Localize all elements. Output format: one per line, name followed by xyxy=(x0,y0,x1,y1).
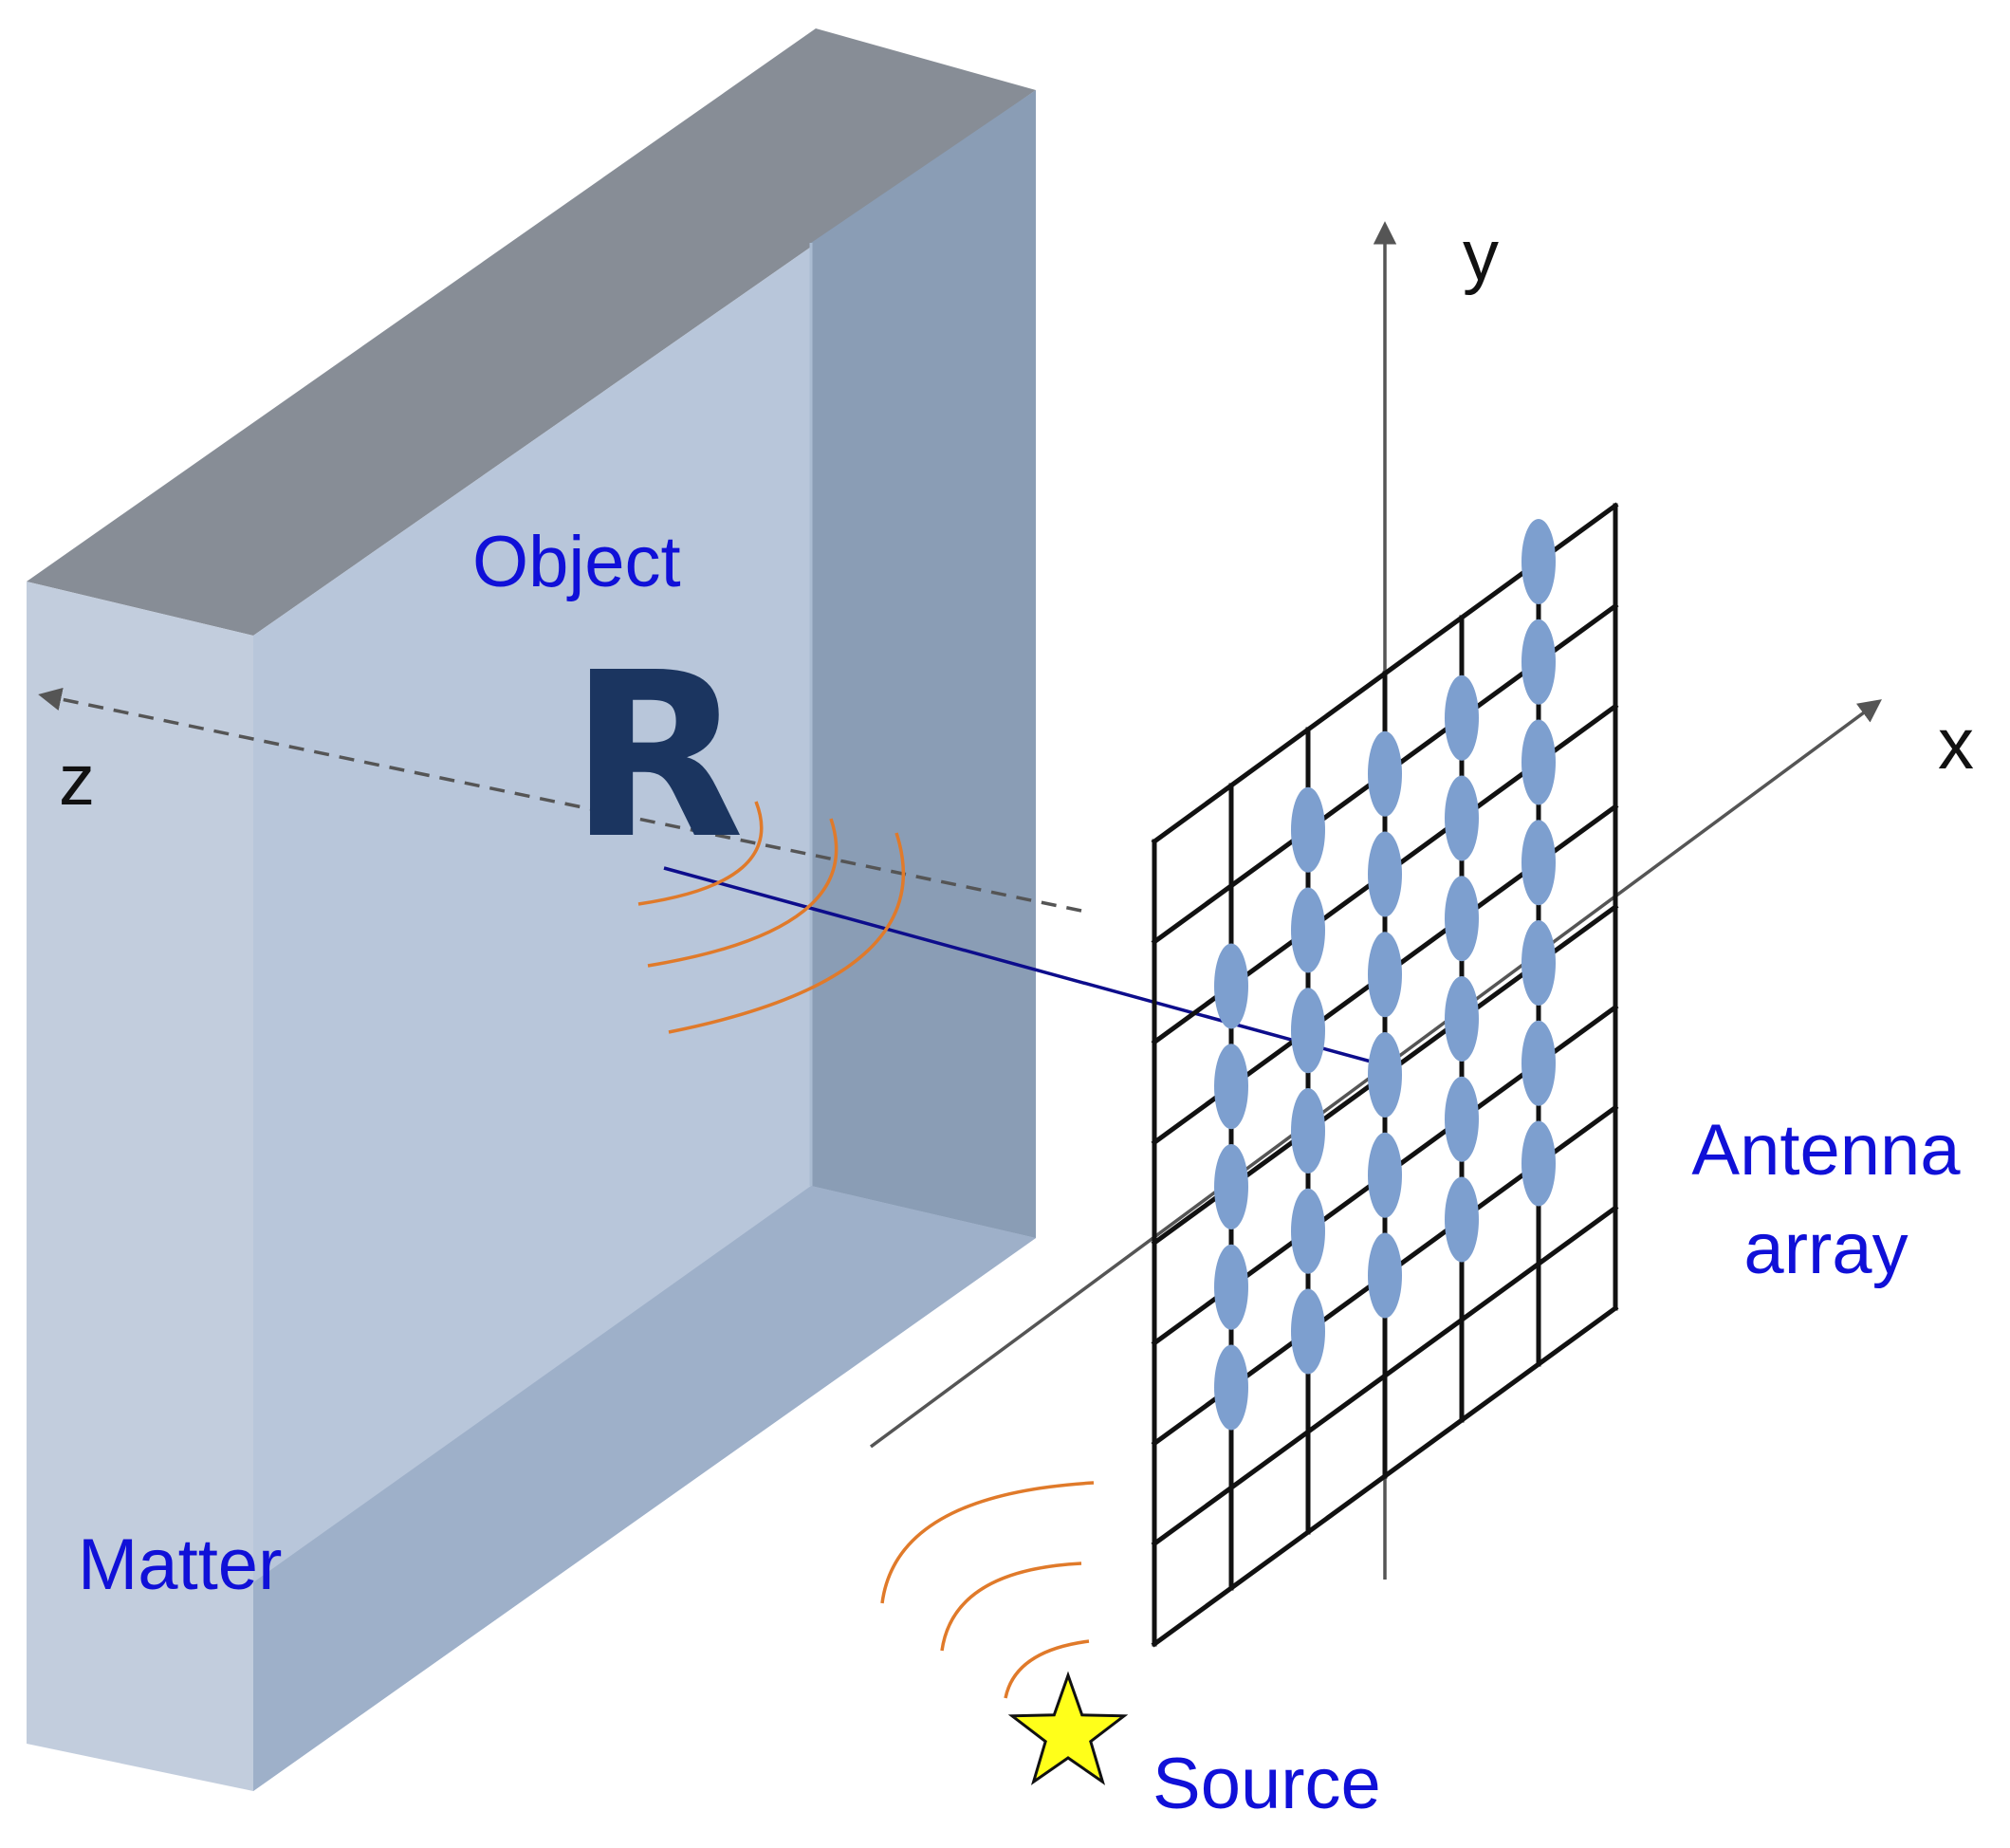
antenna-element xyxy=(1214,1144,1248,1229)
grid-row-line xyxy=(1151,1204,1619,1547)
antenna-element xyxy=(1368,1132,1402,1218)
antenna-element xyxy=(1214,1044,1248,1130)
source-label: Source xyxy=(1153,1744,1381,1824)
antenna-element xyxy=(1521,1020,1556,1106)
z-axis xyxy=(38,687,1082,913)
antenna-element xyxy=(1291,786,1325,873)
object-label: Object xyxy=(472,522,681,602)
wave-arc xyxy=(1004,1639,1090,1699)
antenna-label-line2: array xyxy=(1743,1209,1908,1289)
antenna-element xyxy=(1368,730,1402,817)
antenna-element xyxy=(1291,1088,1325,1173)
antenna-element xyxy=(1368,1232,1402,1319)
antenna-element xyxy=(1521,920,1556,1006)
z-axis-label: z xyxy=(59,740,95,821)
antenna-element xyxy=(1521,519,1556,604)
slab-inner-right-wall xyxy=(811,90,1036,1238)
antenna-element xyxy=(1445,1176,1479,1263)
matter-label: Matter xyxy=(78,1525,282,1605)
antenna-element xyxy=(1521,719,1556,805)
antenna-element xyxy=(1368,1032,1402,1118)
antenna-element xyxy=(1445,775,1479,861)
x-axis-label: x xyxy=(1938,704,1974,785)
wave-arc xyxy=(637,801,764,906)
antenna-label-line1: Antenna xyxy=(1691,1110,1961,1191)
antenna-element xyxy=(1445,976,1479,1062)
antenna-element xyxy=(1291,988,1325,1074)
antenna-element xyxy=(1445,675,1479,761)
source-wave-arcs xyxy=(880,1481,1095,1699)
signal-ray xyxy=(663,866,1386,1067)
antenna-element xyxy=(1291,1288,1325,1375)
antenna-element xyxy=(1521,820,1556,906)
wave-arc xyxy=(647,818,839,968)
slab-left-face xyxy=(27,582,253,1791)
antenna-element xyxy=(1445,876,1479,962)
antenna-element xyxy=(1368,932,1402,1018)
antenna-element xyxy=(1214,1244,1248,1330)
object-glyph: R xyxy=(569,623,745,889)
object-wave-arcs xyxy=(637,801,906,1034)
antenna-element xyxy=(1214,943,1248,1029)
antenna-element xyxy=(1445,1076,1479,1162)
slab-top-face xyxy=(27,28,1036,636)
antenna-element xyxy=(1214,1344,1248,1431)
wave-arc xyxy=(668,832,906,1034)
antenna-element xyxy=(1521,1120,1556,1207)
antenna-element xyxy=(1521,619,1556,705)
y-axis-label: y xyxy=(1463,215,1499,296)
star-icon xyxy=(1007,1671,1129,1785)
antenna-element xyxy=(1291,887,1325,973)
wave-arc xyxy=(880,1481,1095,1604)
grid-row-line xyxy=(1151,1304,1619,1648)
wave-arc xyxy=(940,1562,1082,1652)
slab-inner-bottom-wall xyxy=(253,1186,1036,1791)
antenna-element xyxy=(1291,1188,1325,1274)
antenna-elements xyxy=(1214,519,1556,1431)
antenna-element xyxy=(1368,831,1402,917)
